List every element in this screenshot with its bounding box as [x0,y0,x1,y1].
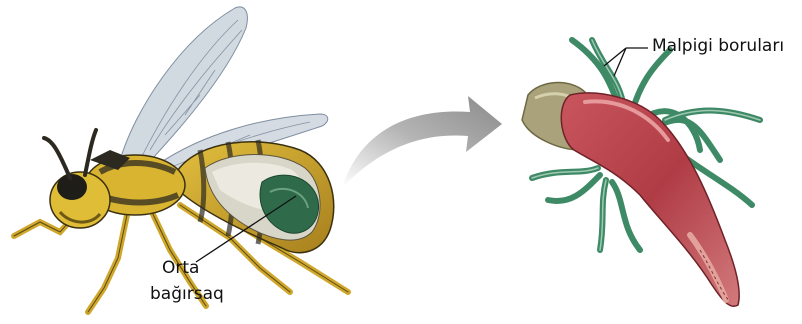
malpighian-tubules-label: Malpigi boruları [652,36,784,56]
midgut-label-line1: Orta [162,258,199,278]
wasp-antennae [44,130,96,178]
curved-arrow [342,96,502,188]
gut-illustration [522,40,760,306]
midgut-label-line2: bağırsaq [150,284,224,304]
wasp-eye [57,174,87,200]
